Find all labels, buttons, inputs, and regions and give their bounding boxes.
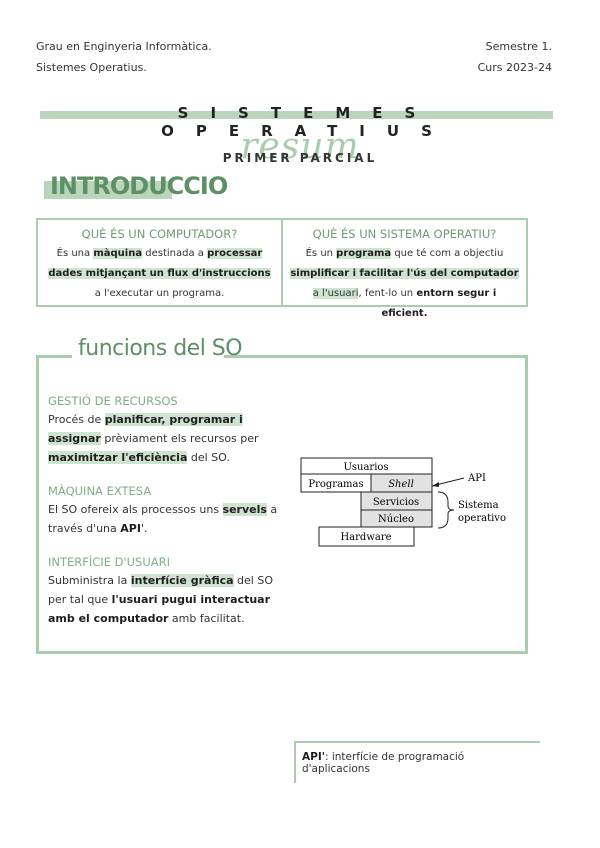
label-api: API [467, 473, 486, 484]
page-title: SISTEMES OPERATIUS [161, 104, 454, 140]
text-span: a l'usuari [312, 288, 359, 299]
bold-span: programa [336, 248, 392, 259]
label-operativo: operativo [458, 513, 506, 524]
label-nucleo: Núcleo [378, 514, 414, 525]
text-span: que té com a objectiu [391, 248, 504, 259]
section-gestio: GESTIÓ DE RECURSOS Procés de planificar,… [48, 393, 278, 467]
frame-title-mask [72, 336, 224, 376]
title-highlight-band [40, 111, 553, 119]
intro-highlight [44, 181, 172, 199]
bold-span: simplificar i facilitar l'ús del computa… [290, 268, 519, 279]
bold-span: l'usuari pugui interactuar amb el comput… [48, 593, 271, 625]
box-computador-text: És una màquina destinada a processar dad… [44, 244, 275, 304]
script-subtitle: resum [240, 126, 360, 167]
text-span: És una [56, 248, 94, 259]
gestio-heading: GESTIÓ DE RECURSOS [48, 394, 178, 408]
text-span: a l'executar un programa. [94, 288, 225, 299]
definition-boxes: QUÈ ÉS UN COMPUTADOR? És una màquina des… [36, 218, 528, 319]
semester: Semestre 1. [485, 40, 552, 53]
text-span: És un [305, 248, 337, 259]
section-maquina: MÀQUINA EXTESA El SO ofereix als process… [48, 483, 278, 538]
os-layers-diagram: Usuarios Programas Shell Servicios Núcle… [300, 457, 506, 547]
text-span: prèviament els recursos per [100, 432, 259, 445]
text-span: , fent-lo un [358, 288, 417, 299]
bold-span: servels [222, 503, 267, 516]
maquina-heading: MÀQUINA EXTESA [48, 484, 152, 498]
label-sistema: Sistema [458, 500, 499, 511]
api-arrowhead [432, 482, 439, 487]
box-sistema-operatiu: QUÈ ÉS UN SISTEMA OPERATIU? És un progra… [281, 220, 526, 319]
funcions-frame [36, 355, 528, 654]
text-span: amb facilitat. [168, 612, 245, 625]
bold-span: interfície gràfica [130, 574, 234, 587]
interficie-heading: INTERFÍCIE D'USUARI [48, 555, 171, 569]
text-span: del SO per tal que [48, 574, 273, 606]
text-span: El SO ofereix als processos uns [48, 503, 223, 516]
box-computador-heading: QUÈ ÉS UN COMPUTADOR? [81, 227, 238, 241]
bold-span: entorn segur i eficient. [381, 288, 497, 319]
label-usuarios: Usuarios [343, 462, 388, 473]
text-span: del SO. [187, 451, 230, 464]
sistema-brace [437, 491, 455, 529]
label-servicios: Servicios [373, 497, 419, 508]
section-heading-intro: INTRODUCCIO [50, 172, 228, 200]
section-interficie: INTERFÍCIE D'USUARI Subministra la inter… [48, 554, 278, 628]
maquina-text: El SO ofereix als processos uns servels … [48, 500, 278, 538]
header-right: Semestre 1. Curs 2023-24 [478, 36, 552, 78]
label-shell: Shell [388, 479, 414, 490]
header-left: Grau en Enginyeria Informàtica. Sistemes… [36, 36, 212, 78]
api-footnote: API': interfície de programació d'aplica… [294, 741, 540, 783]
label-programas: Programas [308, 479, 363, 490]
interficie-text: Subministra la interfície gràfica del SO… [48, 571, 278, 628]
text-span: '. [140, 522, 148, 535]
footnote-term: API' [302, 751, 325, 763]
page-subtitle: PRIMER PARCIAL [222, 151, 378, 165]
bold-span: API [120, 522, 141, 535]
section-heading-funcions: funcions del SO [78, 336, 243, 361]
layer-hardware [318, 526, 415, 547]
gestio-text: Procés de planificar, programar i assign… [48, 410, 278, 467]
box-computador: QUÈ ÉS UN COMPUTADOR? És una màquina des… [38, 220, 281, 305]
text-span: Procés de [48, 413, 105, 426]
label-hardware: Hardware [340, 532, 391, 543]
text-span: a través d'una [48, 503, 278, 535]
bold-span: màquina [93, 248, 143, 259]
degree-name: Grau en Enginyeria Informàtica. [36, 40, 212, 53]
box-so-text: És un programa que té com a objectiu sim… [289, 244, 520, 324]
footnote-definition: : interfície de programació d'aplicacion… [302, 751, 465, 775]
course-name: Sistemes Operatius. [36, 61, 147, 74]
box-so-heading: QUÈ ÉS UN SISTEMA OPERATIU? [312, 227, 497, 241]
academic-year: Curs 2023-24 [477, 61, 552, 74]
text-span: Subministra la [48, 574, 131, 587]
text-span: destinada a [142, 248, 208, 259]
bold-span: maximitzar l'eficiència [48, 451, 188, 464]
